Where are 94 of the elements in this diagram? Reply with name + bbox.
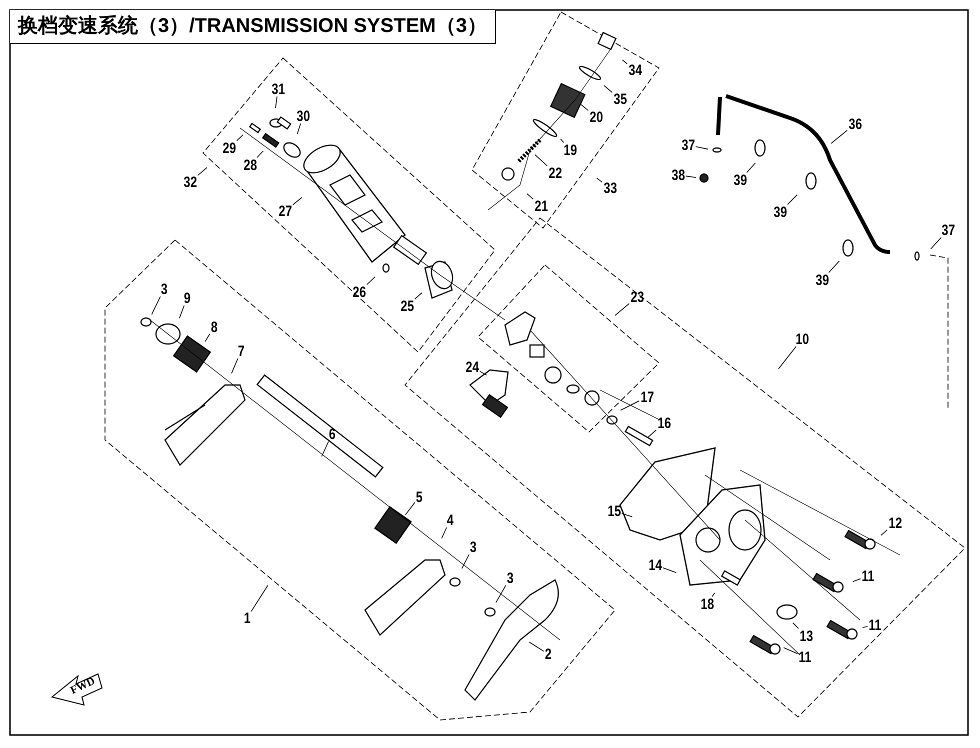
leader-line	[204, 333, 210, 342]
callout-number: 9	[184, 290, 190, 306]
callout-number: 3	[470, 540, 476, 554]
callout-number: 36	[848, 116, 862, 132]
leader-line	[880, 529, 888, 536]
callout-number: 34	[628, 62, 642, 78]
leader-line	[783, 647, 798, 654]
callout-number: 7	[238, 344, 244, 358]
callout-number: 4	[446, 512, 454, 528]
leader-line	[792, 622, 799, 629]
leader-line	[596, 178, 603, 183]
leader-line	[479, 370, 487, 376]
leader-line	[250, 584, 268, 612]
leader-line	[321, 441, 329, 457]
callout-number: 33	[603, 180, 617, 196]
leader-line	[695, 146, 708, 150]
callout-number: 38	[671, 168, 685, 182]
leader-line	[648, 430, 657, 438]
leader-line	[930, 237, 942, 250]
callout-number: 39	[815, 272, 829, 288]
leader-line	[496, 584, 506, 603]
leader-line	[366, 276, 376, 285]
leader-line	[621, 513, 633, 518]
callout-number: 13	[799, 628, 813, 644]
leader-line	[534, 154, 548, 166]
callout-number: 15	[607, 504, 621, 518]
leader-line	[604, 85, 613, 93]
leader-line	[862, 626, 868, 628]
callout-number: 11	[798, 650, 812, 664]
leader-line	[256, 150, 264, 158]
callout-number: 28	[243, 158, 257, 172]
callout-number: 21	[534, 198, 548, 214]
leader-line	[622, 60, 628, 64]
callout-number: 20	[589, 110, 603, 124]
leader-line	[828, 260, 840, 273]
leader-line	[528, 642, 544, 652]
callout-number: 18	[700, 596, 714, 612]
leader-line	[414, 292, 422, 300]
leader-line	[712, 592, 716, 597]
leader-line	[405, 502, 416, 516]
callout-number: 3	[160, 282, 168, 296]
callout-number: 10	[795, 332, 809, 346]
leader-line	[560, 138, 564, 143]
leader-line	[852, 578, 861, 582]
callout-number: 12	[888, 516, 902, 530]
leader-line	[662, 567, 677, 574]
leader-line	[620, 400, 640, 411]
leader-line	[292, 197, 302, 206]
leader-line	[580, 104, 589, 111]
callout-number: 35	[613, 92, 627, 106]
callout-number: 25	[400, 298, 414, 314]
leader-line	[461, 554, 470, 569]
callout-number: 23	[630, 290, 644, 304]
leader-line	[526, 193, 534, 200]
callout-number: 11	[868, 618, 882, 632]
leader-line	[236, 134, 244, 142]
callout-number: 14	[648, 558, 662, 572]
callout-number: 1	[244, 610, 250, 626]
callout-number: 30	[296, 108, 310, 124]
leader-line	[231, 358, 238, 374]
leader-line	[685, 176, 696, 178]
callout-number: 3	[506, 570, 514, 586]
leader-line	[746, 162, 756, 173]
leader-line	[197, 167, 208, 176]
leader-line	[441, 527, 447, 539]
leader-line	[787, 194, 798, 205]
callout-number: 19	[563, 142, 577, 158]
direction-label: FWD	[68, 675, 97, 697]
callout-number: 24	[465, 360, 479, 374]
callout-number: 26	[352, 284, 366, 300]
callout-number: 31	[271, 82, 285, 96]
callout-number: 37	[941, 222, 955, 238]
leader-line	[778, 346, 796, 370]
callout-number: 27	[278, 204, 292, 218]
title: 换档变速系统（3）/TRANSMISSION SYSTEM（3）	[10, 10, 496, 44]
leader-line	[151, 296, 161, 315]
callout-number: 32	[183, 174, 197, 190]
callout-number: 11	[862, 568, 874, 584]
callout-number: 17	[640, 390, 654, 404]
callout-number: 39	[773, 204, 787, 220]
callout-number: 5	[416, 490, 422, 504]
callout-number: 16	[657, 416, 671, 430]
callout-number: 8	[210, 320, 218, 334]
leader-line	[830, 130, 848, 144]
callout-number: 29	[222, 140, 236, 156]
leader-line	[179, 305, 185, 319]
leader-line	[614, 303, 630, 316]
callout-number: 37	[681, 138, 695, 152]
callout-number: 6	[328, 426, 336, 442]
callout-number: 22	[548, 166, 562, 180]
callout-number: 39	[733, 172, 747, 188]
leader-line	[296, 123, 302, 135]
callout-number: 2	[544, 646, 552, 662]
leader-line	[275, 96, 278, 108]
